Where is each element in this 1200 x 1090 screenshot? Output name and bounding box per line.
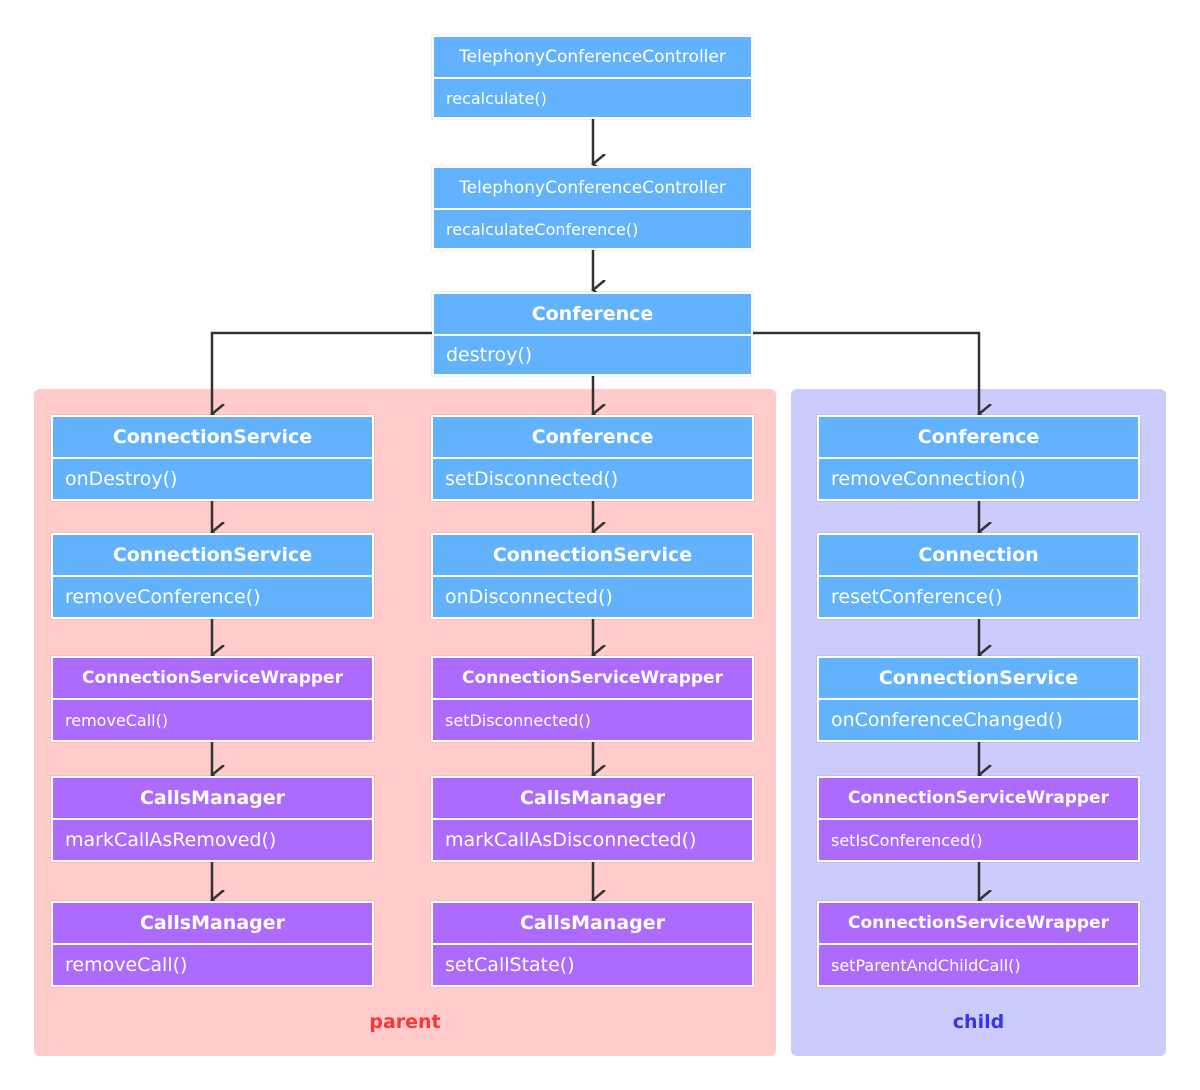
node-parent-left-5: CallsManager removeCall() <box>51 901 374 987</box>
node-parent-left-2: ConnectionService removeConference() <box>51 533 374 619</box>
node-method: recalculate() <box>446 88 547 108</box>
node-parent-left-3: ConnectionServiceWrapper removeCall() <box>51 656 374 742</box>
node-class-name: ConnectionServiceWrapper <box>462 668 723 688</box>
node-class-name: CallsManager <box>139 912 286 934</box>
node-parent-middle-4: CallsManager markCallAsDisconnected() <box>431 776 754 862</box>
node-divider <box>433 457 752 459</box>
node-method: setDisconnected() <box>445 710 591 730</box>
node-parent-left-4: CallsManager markCallAsRemoved() <box>51 776 374 862</box>
arrow-destroy-to-child <box>752 331 979 414</box>
node-method: removeConnection() <box>831 468 1026 490</box>
node-child-4: ConnectionServiceWrapper setIsConference… <box>817 776 1140 862</box>
node-class-name: ConnectionService <box>112 426 313 448</box>
node-parent-middle-3: ConnectionServiceWrapper setDisconnected… <box>431 656 754 742</box>
node-method: onDestroy() <box>65 468 178 490</box>
node-method: removeConference() <box>65 586 261 608</box>
node-divider <box>434 208 751 210</box>
node-divider <box>53 575 372 577</box>
node-divider <box>819 698 1138 700</box>
node-divider <box>433 943 752 945</box>
node-divider <box>819 457 1138 459</box>
node-parent-left-1: ConnectionService onDestroy() <box>51 415 374 501</box>
node-method: destroy() <box>446 344 533 366</box>
node-class-name: ConnectionServiceWrapper <box>848 788 1109 808</box>
node-tcc-recalculate-conference: TelephonyConferenceController recalculat… <box>432 166 753 250</box>
node-divider <box>819 818 1138 820</box>
node-method: recalculateConference() <box>446 219 639 239</box>
node-class-name: Conference <box>531 303 654 325</box>
node-method: setDisconnected() <box>445 468 619 490</box>
node-divider <box>53 457 372 459</box>
parent-region-label: parent <box>369 1011 441 1033</box>
node-class-name: ConnectionService <box>112 544 313 566</box>
node-child-5: ConnectionServiceWrapper setParentAndChi… <box>817 901 1140 987</box>
node-method: onDisconnected() <box>445 586 613 608</box>
node-method: setCallState() <box>445 954 575 976</box>
node-class-name: Conference <box>917 426 1040 448</box>
node-child-2: Connection resetConference() <box>817 533 1140 619</box>
node-divider <box>819 943 1138 945</box>
node-conference-destroy: Conference destroy() <box>432 292 753 376</box>
arrow-destroy-to-parent-left <box>212 331 433 414</box>
node-method: setParentAndChildCall() <box>831 955 1021 975</box>
node-class-name: CallsManager <box>519 912 666 934</box>
node-class-name: TelephonyConferenceController <box>459 47 726 67</box>
node-class-name: ConnectionServiceWrapper <box>82 668 343 688</box>
node-divider <box>434 77 751 79</box>
node-tcc-recalculate: TelephonyConferenceController recalculat… <box>432 35 753 119</box>
node-class-name: ConnectionServiceWrapper <box>848 913 1109 933</box>
child-region-label: child <box>952 1011 1005 1033</box>
node-divider <box>434 334 751 336</box>
node-method: markCallAsRemoved() <box>65 829 277 851</box>
node-divider <box>433 818 752 820</box>
node-class-name: TelephonyConferenceController <box>459 178 726 198</box>
node-class-name: CallsManager <box>519 787 666 809</box>
node-divider <box>819 575 1138 577</box>
node-divider <box>53 943 372 945</box>
node-divider <box>53 818 372 820</box>
node-class-name: ConnectionService <box>492 544 693 566</box>
node-method: markCallAsDisconnected() <box>445 829 697 851</box>
node-method: resetConference() <box>831 586 1003 608</box>
node-class-name: Conference <box>531 426 654 448</box>
node-parent-middle-2: ConnectionService onDisconnected() <box>431 533 754 619</box>
node-method: removeCall() <box>65 954 188 976</box>
node-child-1: Conference removeConnection() <box>817 415 1140 501</box>
node-class-name: ConnectionService <box>878 667 1079 689</box>
node-child-3: ConnectionService onConferenceChanged() <box>817 656 1140 742</box>
node-divider <box>433 575 752 577</box>
node-class-name: Connection <box>918 544 1039 566</box>
node-parent-middle-1: Conference setDisconnected() <box>431 415 754 501</box>
node-method: onConferenceChanged() <box>831 709 1063 731</box>
node-divider <box>433 698 752 700</box>
node-method: setIsConferenced() <box>831 830 983 850</box>
node-divider <box>53 698 372 700</box>
node-parent-middle-5: CallsManager setCallState() <box>431 901 754 987</box>
node-class-name: CallsManager <box>139 787 286 809</box>
node-method: removeCall() <box>65 710 169 730</box>
